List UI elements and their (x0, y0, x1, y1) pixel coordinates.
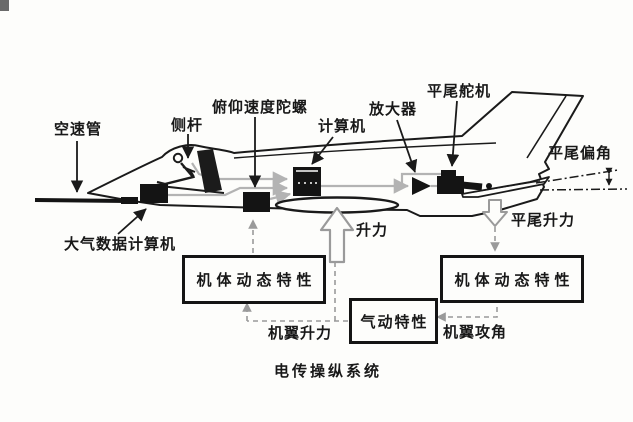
servo-pointer (446, 100, 460, 167)
airframe-dynamics-right-label: 机体动态特性 (454, 271, 575, 289)
servo-rod (461, 181, 483, 191)
signal-gyro-to-computer (269, 189, 292, 205)
amplifier-pointer (396, 119, 418, 173)
aero-characteristics-label: 气动特性 (360, 313, 429, 331)
label-side-stick: 侧杆 (171, 117, 204, 134)
label-wing-aoa: 机翼攻角 (443, 324, 508, 341)
tailplane-hinge (486, 183, 492, 189)
computer-box (293, 167, 321, 196)
pilot-figure (156, 149, 225, 194)
fin-stripe (526, 95, 567, 159)
fuselage-inner-line (233, 142, 497, 159)
tail-servo-box (437, 170, 464, 194)
airframe-dynamics-box-right: 机体动态特性 (440, 255, 584, 303)
dashed-wing-aoa-line (436, 298, 498, 322)
pitch-rate-gyro-box (243, 192, 270, 212)
air-data-computer-box (140, 184, 168, 203)
label-tail-deflection: 平尾偏角 (548, 145, 613, 162)
airframe-dynamics-left-label: 机体动态特性 (196, 272, 317, 289)
label-computer: 计算机 (318, 118, 367, 135)
label-tail-servo: 平尾舵机 (427, 83, 492, 100)
deflection-reference-lines (535, 169, 628, 191)
label-pointer-arrows (70, 100, 460, 235)
pitot-boom (34, 198, 133, 203)
signal-adc-to-computer (168, 180, 289, 197)
label-tail-lift: 平尾升力 (511, 212, 576, 229)
diagram-caption: 电传操纵系统 (274, 363, 383, 380)
amplifier-triangle (412, 177, 431, 195)
feedback-dashed-lines (242, 219, 500, 322)
lift-arrow (319, 206, 355, 264)
label-lift: 升力 (356, 222, 389, 239)
airframe-dynamics-box-left: 机体动态特性 (182, 255, 326, 304)
label-air-data-computer: 大气数据计算机 (64, 236, 177, 253)
aero-characteristics-box: 气动特性 (349, 298, 438, 344)
scan-artifact (0, 0, 9, 11)
tail-lift-arrow (482, 199, 508, 227)
tailplane-inner-line (467, 180, 541, 194)
label-amplifier: 放大器 (369, 101, 418, 118)
computer-pointer (311, 136, 334, 165)
nose-notch (121, 197, 138, 204)
label-gyro: 俯仰速度陀螺 (212, 99, 309, 116)
label-pitot: 空速管 (54, 121, 103, 138)
adc-pointer (117, 208, 147, 235)
control-stick (189, 169, 195, 178)
label-wing-lift: 机翼升力 (268, 325, 333, 342)
